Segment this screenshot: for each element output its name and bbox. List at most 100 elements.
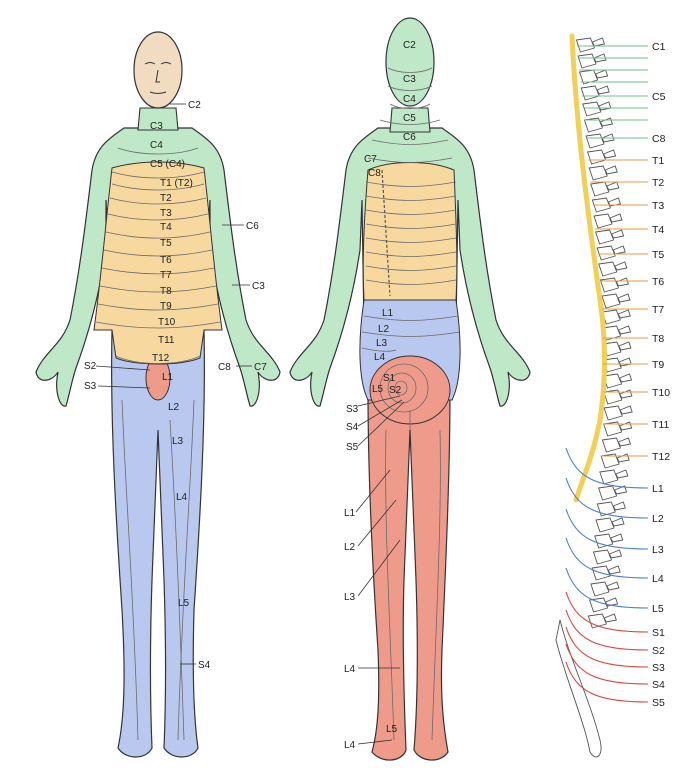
- front-label-l5: L5: [178, 598, 190, 609]
- front-body-figure: [35, 31, 281, 758]
- front-label-t11: T11: [158, 335, 175, 346]
- back-labels: C2 C3 C4 C5 C6 C7 C8 L1 L2 L3 L4 L5 S1 S…: [344, 40, 416, 751]
- vertebra: [593, 213, 623, 229]
- front-label-c2: C2: [188, 100, 201, 111]
- front-label-t2: T2: [160, 193, 172, 204]
- nerve-line-s4: [565, 643, 649, 685]
- front-label-t6: T6: [160, 255, 172, 266]
- nerve-line-s3: [565, 626, 649, 668]
- spine-level-label-t10: T10: [652, 387, 670, 399]
- front-label-t5: T5: [160, 238, 172, 249]
- spine-level-label-l3: L3: [652, 544, 664, 556]
- back-label-c7: C7: [364, 154, 377, 165]
- vertebra: [603, 421, 633, 437]
- vertebra: [591, 565, 621, 581]
- back-label-s4: S4: [346, 422, 359, 433]
- vertebra: [597, 485, 628, 501]
- spine-level-label-s1: S1: [652, 627, 665, 639]
- front-label-t1: T1 (T2): [160, 178, 193, 189]
- back-legs: [367, 389, 451, 761]
- spine-level-label-c1: C1: [652, 41, 666, 53]
- front-label-l3: L3: [172, 436, 184, 447]
- vertebra: [595, 229, 625, 245]
- front-labels: C2 C3 C4 C5 (C4) T1 (T2) T2 T3 T4 T5 T6 …: [84, 100, 267, 671]
- back-label-c8: C8: [368, 168, 381, 179]
- front-neck: [137, 107, 179, 131]
- vertebra: [602, 357, 632, 373]
- vertebra: [587, 149, 617, 165]
- vertebra: [601, 309, 631, 325]
- vertebra: [587, 613, 617, 629]
- vertebra: [577, 53, 607, 69]
- vertebra: [595, 517, 625, 533]
- spine-level-label-l1: L1: [652, 483, 664, 495]
- spine-level-label-c8: C8: [652, 133, 666, 145]
- nerve-line-l5: [565, 567, 649, 609]
- nerve-line-s1: [565, 591, 649, 633]
- spine-level-label-t5: T5: [652, 249, 664, 261]
- spine-level-label-s5: S5: [652, 697, 665, 709]
- spine-level-label-s2: S2: [652, 645, 665, 657]
- spine-level-label-l4: L4: [652, 573, 664, 585]
- front-label-s2: S2: [84, 361, 97, 372]
- back-label-l4: L4: [374, 352, 386, 363]
- spine-level-label-t3: T3: [652, 200, 664, 212]
- front-dermatome-lines: [95, 147, 221, 741]
- vertebra: [585, 133, 615, 149]
- nerve-line-l4: [565, 537, 649, 579]
- vertebra: [596, 245, 626, 261]
- vertebra: [602, 373, 633, 389]
- back-label-l4-leg: L4: [344, 664, 356, 675]
- spine-level-label-t12: T12: [652, 451, 670, 463]
- vertebra: [580, 85, 610, 101]
- spinal-cord: [569, 33, 607, 503]
- vertebra: [592, 549, 623, 565]
- spine-level-label-t2: T2: [652, 177, 664, 189]
- spine-level-label-t1: T1: [652, 155, 664, 167]
- vertebra: [599, 277, 629, 293]
- spine-level-label-t4: T4: [652, 224, 664, 236]
- back-dermatome-lines: [361, 67, 461, 741]
- spine-level-label-t11: T11: [652, 419, 669, 431]
- back-label-l5: L5: [372, 384, 384, 395]
- vertebra: [601, 293, 631, 309]
- vertebra: [600, 453, 630, 469]
- spine-level-label-l5: L5: [652, 603, 664, 615]
- vertebra: [599, 469, 629, 485]
- back-label-s3: S3: [346, 404, 359, 415]
- nerve-line-l3: [565, 508, 649, 550]
- front-label-s4: S4: [198, 660, 211, 671]
- back-label-c5: C5: [403, 113, 416, 124]
- back-label-c6: C6: [403, 132, 416, 143]
- nerve-line-l2: [565, 477, 649, 519]
- vertebra: [590, 581, 620, 597]
- spine-level-label-t7: T7: [652, 304, 664, 316]
- back-label-c2: C2: [403, 40, 416, 51]
- spine-level-label-s3: S3: [652, 662, 665, 674]
- vertebra: [601, 437, 631, 453]
- back-label-s1: S1: [383, 373, 396, 384]
- front-label-t9: T9: [160, 301, 172, 312]
- vertebra: [602, 341, 632, 357]
- back-label-s5: S5: [346, 442, 359, 453]
- back-label-l1: L1: [382, 308, 394, 319]
- vertebra: [603, 389, 633, 405]
- back-label-l1-leg: L1: [344, 508, 356, 519]
- spine-level-label-t6: T6: [652, 276, 664, 288]
- spine-level-label-s4: S4: [652, 679, 665, 691]
- back-label-c3: C3: [403, 74, 416, 85]
- front-label-c8: C8: [218, 362, 231, 373]
- front-label-c3-arm: C3: [252, 281, 265, 292]
- back-head: [385, 17, 435, 107]
- spine-level-label-t8: T8: [652, 333, 664, 345]
- nerve-line-l1: [565, 447, 649, 489]
- front-label-c4: C4: [150, 140, 163, 151]
- back-label-c4: C4: [403, 94, 416, 105]
- front-label-s3: S3: [84, 381, 97, 392]
- front-label-l1: L1: [162, 372, 174, 383]
- back-label-l5-foot: L5: [386, 724, 398, 735]
- front-label-c7: C7: [254, 362, 267, 373]
- front-label-l2: L2: [168, 402, 180, 413]
